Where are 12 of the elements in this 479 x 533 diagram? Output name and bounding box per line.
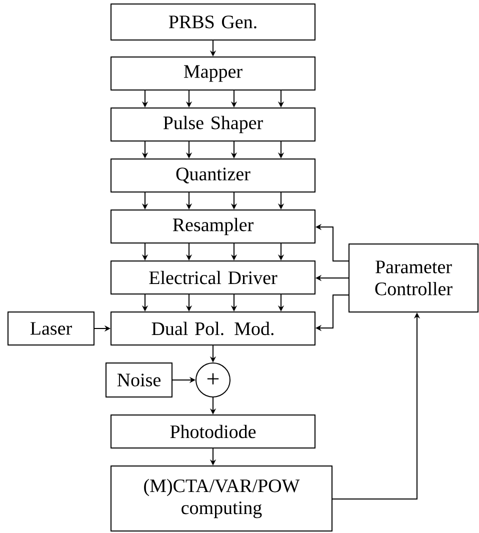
process-box: Dual Pol. Mod. (110, 312, 316, 346)
process-box: Mapper (110, 56, 316, 90)
process-box: Laser (8, 312, 94, 346)
process-box: PRBS Gen. (110, 4, 316, 40)
process-box: Parameter Controller (348, 244, 478, 312)
process-box: Electrical Driver (110, 260, 316, 294)
process-box: Pulse Shaper (110, 108, 316, 142)
process-box: Noise (106, 362, 172, 398)
process-box: Resampler (110, 210, 316, 244)
process-box: Photodiode (110, 414, 316, 448)
process-box: Quantizer (110, 158, 316, 192)
process-box: (M)CTA/VAR/POW computing (110, 466, 332, 532)
